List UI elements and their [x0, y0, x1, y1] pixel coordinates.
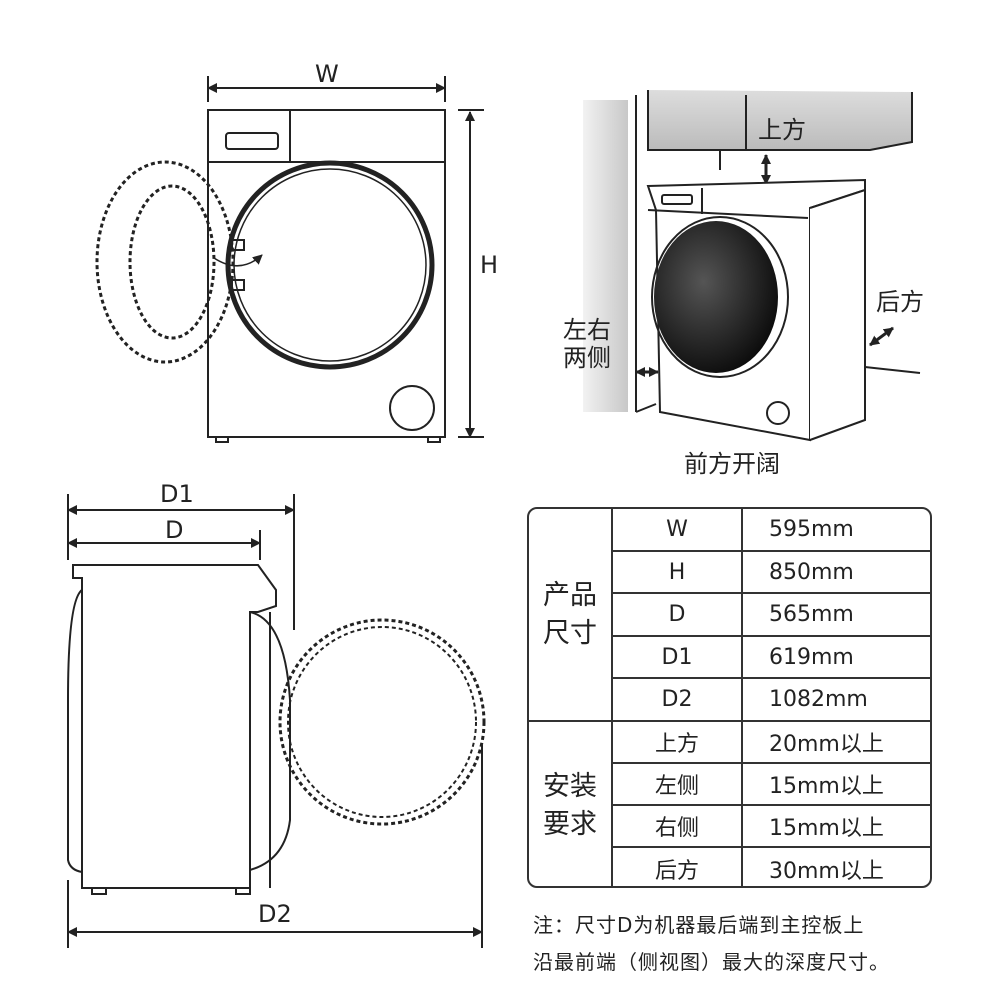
- row-value: 20mm以上: [769, 732, 884, 757]
- table-row: H 850mm: [613, 552, 930, 594]
- table-row: D1 619mm: [613, 637, 930, 679]
- filter-knob: [389, 385, 435, 431]
- d1-label: D1: [160, 480, 194, 508]
- w-label: W: [315, 60, 339, 88]
- note-line-1: 注：尺寸D为机器最后端到主控板上: [533, 913, 865, 937]
- side-wall: [583, 100, 628, 412]
- row-value: 565mm: [769, 602, 854, 627]
- side-body: [72, 564, 277, 889]
- side-view: [67, 494, 486, 948]
- sides-clearance-label-2: 两侧: [563, 344, 611, 372]
- d2-label: D2: [258, 900, 292, 928]
- front-view: [95, 76, 484, 443]
- row-value: 30mm以上: [769, 859, 884, 884]
- row-key: 后方: [613, 848, 743, 886]
- row-key: 上方: [613, 722, 743, 762]
- row-value: 850mm: [769, 559, 854, 585]
- open-door-outer: [95, 160, 235, 364]
- d-label: D: [165, 516, 184, 544]
- row-value: 595mm: [769, 517, 854, 542]
- row-value: 15mm以上: [769, 816, 884, 841]
- row-key: 右侧: [613, 806, 743, 846]
- group-label: 尺寸: [543, 617, 597, 649]
- display-panel: [225, 132, 279, 150]
- install-view: [583, 90, 921, 442]
- row-key: D: [613, 594, 743, 635]
- row-key: D2: [613, 679, 743, 720]
- table-row: 左侧 15mm以上: [613, 764, 930, 806]
- sides-clearance-label-1: 左右: [563, 316, 611, 344]
- group-label: 产品: [543, 579, 597, 611]
- front-body: [207, 109, 446, 438]
- note-line-2: 沿最前端（侧视图）最大的深度尺寸。: [533, 950, 890, 974]
- row-value: 15mm以上: [769, 774, 884, 799]
- table-row: 右侧 15mm以上: [613, 806, 930, 848]
- open-door-side: [278, 618, 486, 826]
- back-gap-arrow: [869, 326, 894, 347]
- row-key: H: [613, 552, 743, 592]
- front-clearance-label: 前方开阔: [684, 450, 780, 478]
- table-row: 后方 30mm以上: [613, 848, 930, 886]
- top-clearance-label: 上方: [758, 116, 806, 144]
- install-req-group: 安装要求: [529, 722, 613, 886]
- table-row: D2 1082mm: [613, 679, 930, 722]
- h-label: H: [480, 251, 499, 279]
- group-label: 安装: [543, 771, 597, 802]
- table-row: W 595mm: [613, 509, 930, 552]
- row-value: 619mm: [769, 644, 854, 670]
- spec-table: 产品尺寸 安装要求 W 595mm H 850mm D 565mm D1 619mm D…: [527, 507, 932, 888]
- row-key: W: [613, 509, 743, 550]
- table-row: 上方 20mm以上: [613, 722, 930, 764]
- open-door-inner: [128, 184, 216, 340]
- back-clearance-label: 后方: [876, 288, 924, 316]
- wall-cabinet: [647, 90, 913, 151]
- row-value: 1082mm: [769, 687, 868, 712]
- product-size-group: 产品尺寸: [529, 509, 613, 722]
- row-key: 左侧: [613, 764, 743, 804]
- door-glass: [654, 221, 778, 373]
- row-key: D1: [613, 637, 743, 677]
- table-row: D 565mm: [613, 594, 930, 637]
- group-label: 要求: [543, 809, 597, 840]
